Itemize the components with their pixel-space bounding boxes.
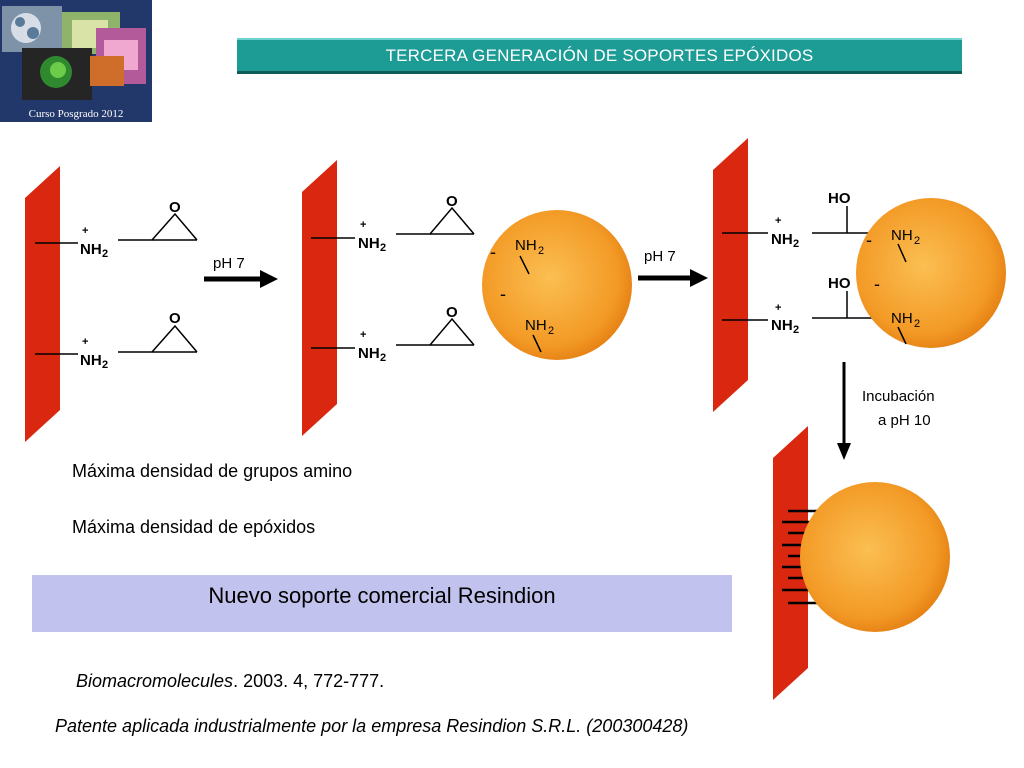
negative-charge: - <box>490 242 496 262</box>
subscript-2: 2 <box>914 235 920 247</box>
subscript-2: 2 <box>380 242 386 254</box>
plus-charge: + <box>775 215 781 227</box>
subscript-2: 2 <box>793 238 799 250</box>
nh2-label: NH <box>891 310 913 327</box>
final-immobilized-enzyme <box>773 426 950 700</box>
nh2-label: NH <box>80 241 102 258</box>
nh2-label: NH <box>358 345 380 362</box>
adsorbed-protein-sphere: - NH 2 - NH 2 <box>856 198 1006 348</box>
ph-condition: pH 7 <box>213 255 245 272</box>
svg-text:O: O <box>169 199 181 216</box>
commercial-support-callout: Nuevo soporte comercial Resindion <box>32 575 732 632</box>
plus-charge: + <box>775 302 781 314</box>
negative-charge: - <box>500 284 506 304</box>
subscript-2: 2 <box>793 324 799 336</box>
ph-condition: pH 7 <box>644 248 676 265</box>
journal-reference: Biomacromolecules. 2003. 4, 772-777. <box>76 671 384 692</box>
subscript-2: 2 <box>914 318 920 330</box>
epoxide-ring: O <box>396 193 475 235</box>
epoxide-ring: O <box>396 304 475 346</box>
subscript-2: 2 <box>548 325 554 337</box>
stage-2-support: + NH 2 + NH 2 O O <box>302 160 475 436</box>
support-plate <box>713 138 748 412</box>
course-logo: Curso Posgrado 2012 <box>0 0 152 122</box>
bullet-epoxide-density: Máxima densidad de epóxidos <box>72 517 316 537</box>
subscript-2: 2 <box>102 248 108 260</box>
subscript-2: 2 <box>102 359 108 371</box>
hydroxyl-label: HO <box>828 190 851 207</box>
plus-charge: + <box>82 336 88 348</box>
epoxide-ring: O <box>118 310 198 353</box>
logo-caption: Curso Posgrado 2012 <box>28 108 124 120</box>
nh2-label: NH <box>525 317 547 334</box>
incubation-label: a pH 10 <box>878 412 931 429</box>
incubation-arrow: Incubación a pH 10 <box>837 362 935 460</box>
callout-text: Nuevo soporte comercial Resindion <box>208 583 556 608</box>
plus-charge: + <box>360 329 366 341</box>
stage-1-support: + NH 2 + NH 2 O O <box>25 166 198 442</box>
protein-sphere <box>800 482 950 632</box>
support-plate <box>302 160 337 436</box>
hydroxyl-label: HO <box>828 275 851 292</box>
reaction-arrow-1: pH 7 <box>204 255 278 288</box>
nh2-label: NH <box>771 231 793 248</box>
support-plate <box>773 426 808 700</box>
protein-sphere: - NH 2 - NH 2 <box>482 210 632 360</box>
patent-reference: Patente aplicada industrialmente por la … <box>55 716 689 736</box>
reaction-arrow-2: pH 7 <box>638 248 708 287</box>
molecule-collage-image <box>2 6 146 100</box>
nh2-label: NH <box>80 352 102 369</box>
nh2-label: NH <box>358 235 380 252</box>
nh2-label: NH <box>771 317 793 334</box>
subscript-2: 2 <box>380 352 386 364</box>
nh2-label: NH <box>515 237 537 254</box>
incubation-label: Incubación <box>862 388 935 405</box>
journal-citation: . 2003. 4, 772-777. <box>233 671 385 691</box>
svg-text:O: O <box>446 304 458 321</box>
subscript-2: 2 <box>538 245 544 257</box>
svg-text:O: O <box>169 310 181 327</box>
bullet-amino-density: Máxima densidad de grupos amino <box>72 461 353 481</box>
nh2-label: NH <box>891 227 913 244</box>
plus-charge: + <box>360 219 366 231</box>
slide-title: TERCERA GENERACIÓN DE SOPORTES EPÓXIDOS <box>237 38 962 74</box>
stage-3-support: + NH 2 + NH 2 HO HO <box>713 138 892 412</box>
journal-name: Biomacromolecules <box>76 671 234 691</box>
negative-charge: - <box>866 230 872 250</box>
plus-charge: + <box>82 225 88 237</box>
epoxide-ring: O <box>118 199 198 241</box>
negative-charge: - <box>874 274 880 294</box>
svg-text:O: O <box>446 193 458 210</box>
support-plate <box>25 166 60 442</box>
